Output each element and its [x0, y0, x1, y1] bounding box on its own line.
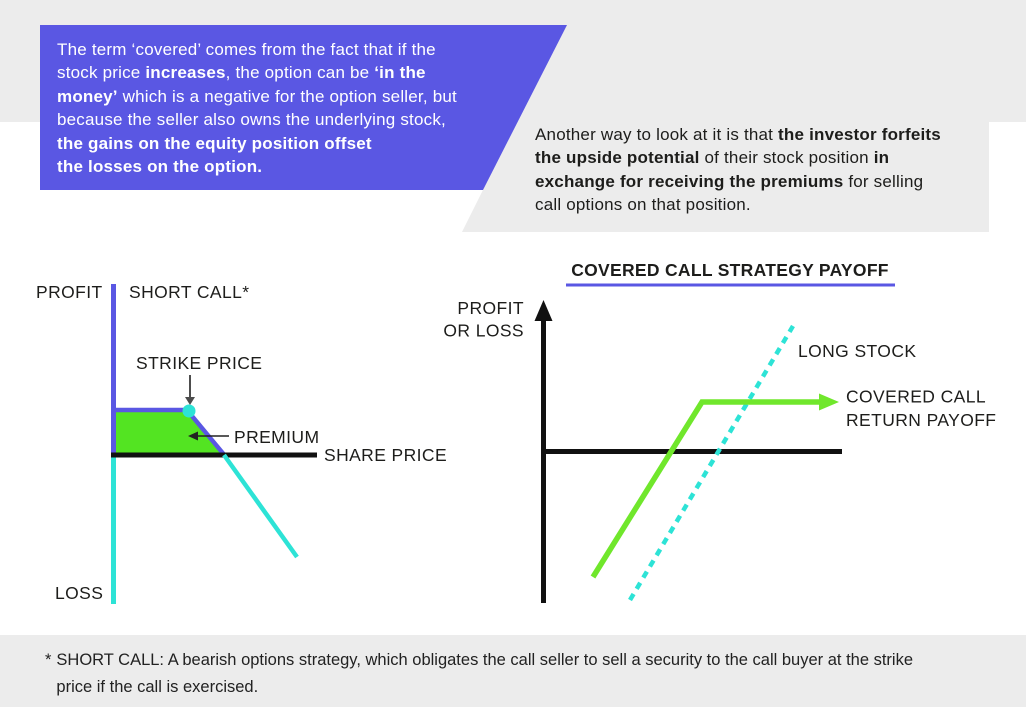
footnote: * SHORT CALL: A bearish options strategy…: [45, 647, 913, 701]
covered-call-label-line2: RETURN PAYOFF: [846, 410, 996, 430]
strike-price-dot: [182, 404, 196, 418]
loss-label: LOSS: [55, 583, 103, 603]
callout-line: the gains on the equity position offset: [57, 133, 372, 153]
callout-line: because the seller also owns the underly…: [57, 110, 446, 130]
callout-line: money’ which is a negative for the optio…: [57, 86, 457, 106]
profit-label: PROFIT: [36, 282, 103, 302]
footnote-line1: SHORT CALL: A bearish options strategy, …: [56, 651, 914, 669]
callout-line: the upside potential of their stock posi…: [535, 148, 890, 168]
premium-arrow-icon: [188, 431, 198, 441]
covered-call-label-line1: COVERED CALL: [846, 387, 986, 407]
callout-line: call options on that position.: [535, 194, 751, 214]
long-stock-dashed-line: [628, 324, 795, 602]
covered-call-line: [590, 399, 822, 579]
y-axis-arrow-icon: [534, 300, 553, 321]
long-stock-label: LONG STOCK: [798, 341, 916, 361]
covered-call-chart: COVERED CALL STRATEGY PAYOFF PROFIT OR L…: [443, 260, 996, 603]
footnote-text: SHORT CALL: A bearish options strategy, …: [56, 647, 913, 701]
covered-call-arrow-icon: [819, 393, 839, 411]
short-call-diagonal-lower: [222, 453, 299, 559]
strike-down-arrow-icon: [185, 397, 195, 405]
purple-callout: The term ‘covered’ comes from the fact t…: [40, 25, 567, 190]
share-price-label: SHARE PRICE: [324, 445, 447, 465]
left-chart-title: SHORT CALL*: [129, 282, 249, 302]
purple-callout-text: The term ‘covered’ comes from the fact t…: [57, 38, 497, 178]
title-underline: [566, 283, 895, 287]
footnote-band: * SHORT CALL: A bearish options strategy…: [0, 635, 1026, 707]
callout-line: The term ‘covered’ comes from the fact t…: [57, 40, 436, 59]
strike-price-label: STRIKE PRICE: [136, 353, 262, 373]
gray-callout-text: Another way to look at it is that the in…: [535, 123, 975, 216]
callout-line: stock price increases, the option can be…: [57, 63, 426, 83]
short-call-diagonal-upper: [185, 408, 228, 459]
right-chart-title: COVERED CALL STRATEGY PAYOFF: [571, 260, 889, 280]
gray-callout-shape: [462, 122, 989, 232]
footnote-asterisk: *: [45, 651, 52, 669]
premium-label: PREMIUM: [234, 427, 319, 447]
short-call-chart: PROFIT SHORT CALL* STRIKE PRICE PREMIUM …: [36, 282, 447, 604]
profit-or-loss-label-line2: OR LOSS: [443, 321, 524, 341]
footnote-line2: price if the call is exercised.: [56, 678, 259, 696]
callout-line: Another way to look at it is that the in…: [535, 125, 941, 144]
callout-line: exchange for receiving the premiums for …: [535, 171, 924, 191]
profit-or-loss-label-line1: PROFIT: [457, 298, 524, 318]
callout-line: the losses on the option.: [57, 157, 263, 177]
